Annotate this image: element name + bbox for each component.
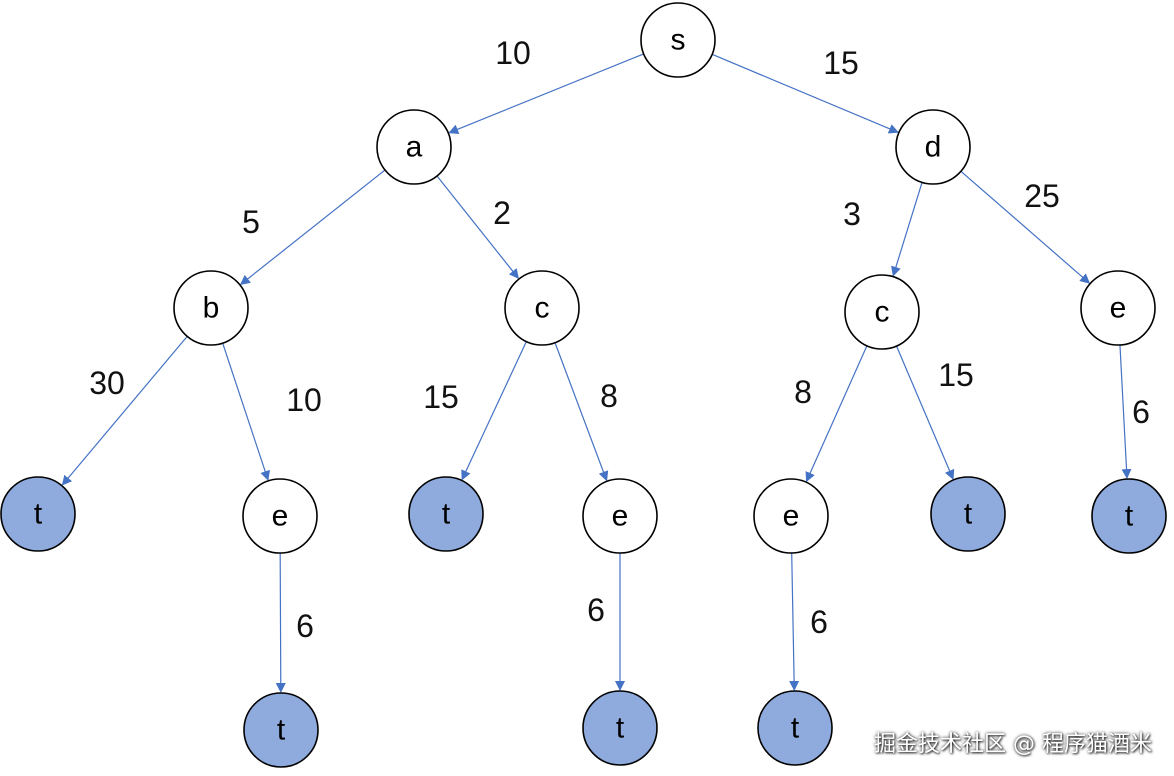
edge-weight-c1-e2: 8 [600,378,618,414]
edge-weight-c1-t2: 15 [423,379,459,415]
node-label-t2: t [442,498,451,531]
edge-weight-b-t1: 30 [89,365,125,401]
edge-e1-t5 [275,552,286,694]
edge-a-c1 [436,175,519,280]
target-node-circle [408,476,484,552]
node-b: b [173,270,249,346]
edge-c2-t3 [895,345,955,480]
edge-weight-a-b: 5 [242,204,260,240]
edges-layer [61,53,1132,694]
node-label-e2: e [612,500,629,533]
edge-weight-e1-t5: 6 [296,608,314,644]
node-label-s: s [671,24,686,57]
edge-weight-d-c2: 3 [843,196,861,232]
node-circle [173,270,249,346]
node-label-e4: e [1110,292,1127,325]
edge-b-t1 [61,335,188,486]
node-label-e3: e [783,500,800,533]
node-label-t5: t [277,714,286,747]
node-label-t4: t [1125,500,1134,533]
edge-weight-e3-t7: 6 [810,604,828,640]
target-node-circle [0,476,76,552]
edge-weight-d-e4: 25 [1024,178,1060,214]
node-label-t7: t [791,712,800,745]
node-circle [753,478,829,554]
edge-weight-e2-t6: 6 [587,592,605,628]
edge-d-c2 [891,182,923,277]
edge-labels-layer: 10 15 5 2 3 25 30 10 15 8 8 15 6 6 6 6 [89,35,1150,644]
node-circle [1080,270,1156,346]
edge-c1-e2 [554,342,609,482]
node-label-c2: c [875,296,890,329]
edge-weight-s-a: 10 [495,35,531,71]
node-t4: t [1091,478,1167,554]
edge-b-e1 [222,342,270,481]
node-label-t6: t [616,712,625,745]
edge-weight-c2-e3: 8 [794,374,812,410]
node-t5: t [243,692,319,768]
node-c1: c [504,270,580,346]
edge-d-e4 [960,170,1091,284]
node-label-a: a [406,131,423,164]
node-t1: t [0,476,76,552]
node-t6: t [582,690,658,766]
node-circle [582,478,658,554]
node-label-e1: e [272,500,289,533]
edge-c2-e3 [805,345,868,483]
target-node-circle [1091,478,1167,554]
node-a: a [376,109,452,185]
edge-weight-s-d: 15 [823,45,859,81]
edge-weight-e4-t4: 6 [1132,394,1150,430]
target-node-circle [582,690,658,766]
node-circle [895,109,971,185]
node-d: d [895,109,971,185]
edge-c1-t2 [461,341,527,481]
edge-s-d [711,53,899,134]
node-s: s [640,2,716,78]
node-e1: e [242,478,318,554]
node-label-t3: t [964,498,973,531]
node-label-c1: c [535,292,550,325]
node-circle [640,2,716,78]
node-t2: t [408,476,484,552]
node-label-b: b [203,292,220,325]
node-t3: t [930,476,1006,552]
node-circle [504,270,580,346]
node-label-t1: t [34,498,43,531]
node-circle [242,478,318,554]
node-circle [376,109,452,185]
edge-s-a [448,53,644,134]
target-node-circle [757,690,833,766]
edge-weight-c2-t3: 15 [938,357,974,393]
target-node-circle [930,476,1006,552]
edge-a-b [239,169,386,286]
edge-e4-t4 [1119,344,1132,480]
watermark-text: 掘金技术社区 @ 程序猫酒米 [874,732,1152,757]
edge-e3-t7 [789,552,800,692]
target-node-circle [243,692,319,768]
node-e3: e [753,478,829,554]
node-circle [844,274,920,350]
node-t7: t [757,690,833,766]
node-label-d: d [925,131,942,164]
edge-weight-b-e1: 10 [286,382,322,418]
node-e4: e [1080,270,1156,346]
node-c2: c [844,274,920,350]
edge-weight-a-c1: 2 [493,195,511,231]
node-e2: e [582,478,658,554]
